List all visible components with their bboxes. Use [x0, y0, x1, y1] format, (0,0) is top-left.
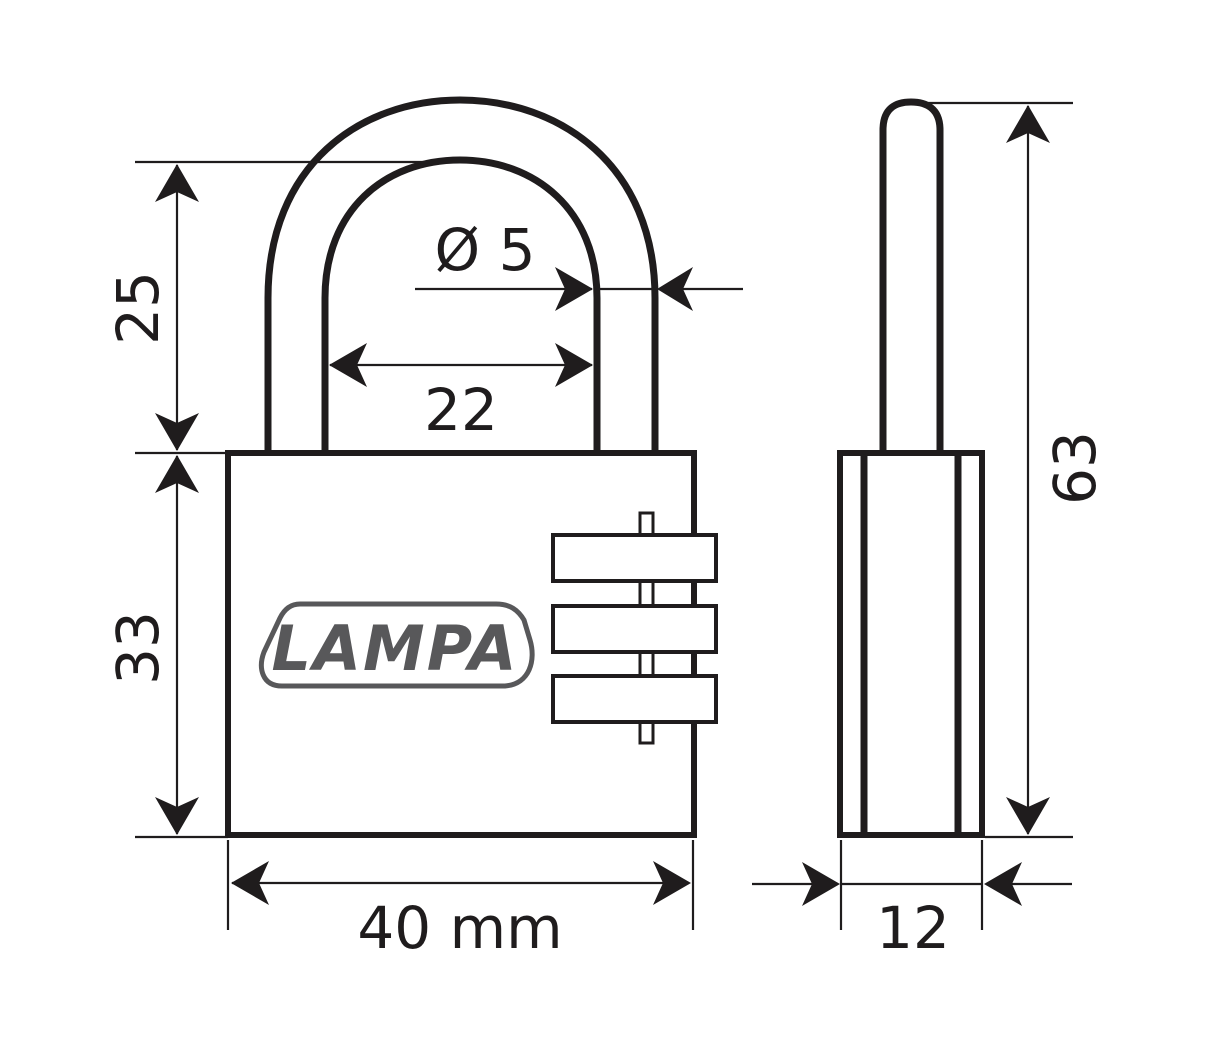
dimension-shackle-diameter: Ø 5 — [415, 216, 743, 311]
side-view: 63 12 — [752, 98, 1109, 962]
shackle-inner — [321, 156, 601, 452]
dimension-label-25: 25 — [104, 271, 172, 345]
dimension-label-63: 63 — [1041, 431, 1109, 505]
front-view: LAMPA 25 33 22 — [104, 96, 743, 962]
combination-dial-2 — [551, 604, 718, 654]
dimension-shackle-inner-width: 22 — [329, 343, 593, 444]
dimension-label-40mm: 40 mm — [357, 894, 562, 962]
dimension-body-height: 33 — [104, 455, 228, 839]
dimension-shackle-height: 25 — [104, 160, 430, 455]
dimension-label-22: 22 — [424, 376, 498, 444]
dimension-label-33: 33 — [104, 611, 172, 685]
dimension-body-width: 40 mm — [226, 840, 695, 962]
dimension-thickness: 12 — [752, 840, 1072, 962]
dimension-label-diameter: Ø 5 — [435, 216, 536, 284]
logo-badge-outline — [258, 601, 535, 689]
combination-dial-1 — [551, 533, 718, 583]
dimension-label-12: 12 — [876, 894, 950, 962]
shackle-outer — [264, 96, 659, 452]
dimension-total-height: 63 — [925, 101, 1109, 839]
combination-dial-3 — [551, 674, 718, 724]
lampa-logo: LAMPA — [258, 601, 535, 689]
logo-text: LAMPA — [272, 612, 519, 685]
side-shackle — [879, 98, 944, 452]
